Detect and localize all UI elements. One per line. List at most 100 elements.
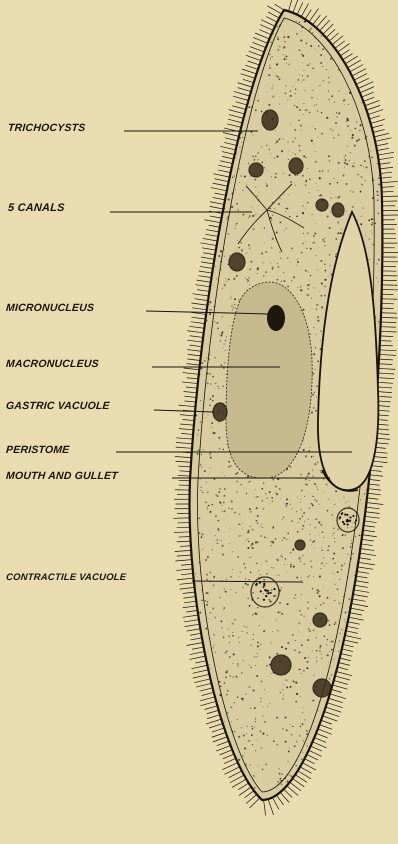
cilium [191,303,207,305]
cilium [341,653,352,656]
vacuole [332,203,344,217]
cilium [382,196,398,197]
cilium [364,526,375,527]
cilium [313,15,321,25]
cilium [197,290,209,292]
cilium [381,187,394,188]
cilium [229,115,244,119]
cilium [377,392,392,393]
cilium [187,364,200,365]
cilium [238,83,252,87]
cilium [275,4,284,10]
cilium [354,590,369,593]
cilium [180,546,191,547]
cilium [229,110,245,114]
cilium [373,129,385,132]
cilium [201,257,214,259]
cilium [284,789,293,797]
cilium [357,571,369,573]
cilium [343,644,354,646]
cilium [213,197,225,199]
cilium [272,797,279,809]
cilium [179,536,191,537]
cilium [224,142,237,145]
cilium [194,299,208,301]
cilium [182,382,198,384]
cilium [381,177,392,178]
cilium [318,729,332,734]
cilium [212,728,224,732]
cilium [233,96,248,100]
cilium [354,74,367,80]
cilium [350,613,362,615]
cilium [199,688,212,691]
cilium [356,78,369,84]
cilium [355,585,368,587]
cilium [175,456,191,457]
cilium [335,41,345,48]
vacuole [316,199,328,211]
cilium [216,745,230,751]
cilium [355,581,368,583]
cilium [311,746,322,751]
cilium [351,604,368,607]
cilium [368,110,383,115]
cilium [293,0,299,13]
cilium [190,336,203,338]
cilium [342,649,353,652]
cilium [220,161,232,164]
cilium [268,12,279,18]
cilium [179,429,194,430]
cilium [379,364,393,365]
cilium [180,583,194,585]
cilium [362,92,374,97]
cilium [241,74,255,79]
cilium [316,16,326,28]
cilium [360,87,374,93]
cilium [360,549,374,551]
cilium [264,800,266,815]
cilium [369,116,380,119]
cilium [359,558,371,560]
cilium [268,799,273,815]
cilium [223,754,234,759]
cilium [330,694,346,699]
cilium [209,206,223,209]
micronucleus-shape [267,305,285,331]
cilium [249,51,263,56]
cilium [220,146,236,150]
cilium [197,280,211,282]
cilium [229,771,242,778]
cilium [243,79,254,82]
cilium [379,157,394,159]
cilium [246,55,261,60]
cilium [327,703,343,708]
cilium [192,647,204,649]
cilium [349,617,364,620]
cilium [324,711,339,716]
cilium [305,10,311,20]
cilium [288,0,292,11]
cilium [378,373,394,374]
cilium [346,631,358,634]
cilium [301,4,308,17]
cilium [177,555,192,556]
cilium [337,667,348,670]
cilium [176,442,192,443]
cilium [334,680,348,684]
cilium [193,670,209,674]
cilium [185,396,197,397]
cilium [366,105,380,110]
cilium [363,97,374,101]
cilium [332,685,347,689]
vacuole [229,253,245,271]
cilium [176,438,192,439]
cilium [261,20,275,27]
cilium [378,152,394,155]
cilium [348,622,360,624]
cilium [202,692,214,695]
cilium [187,331,204,333]
cilium [200,243,216,246]
cilium [177,541,191,542]
cilium [382,191,394,192]
